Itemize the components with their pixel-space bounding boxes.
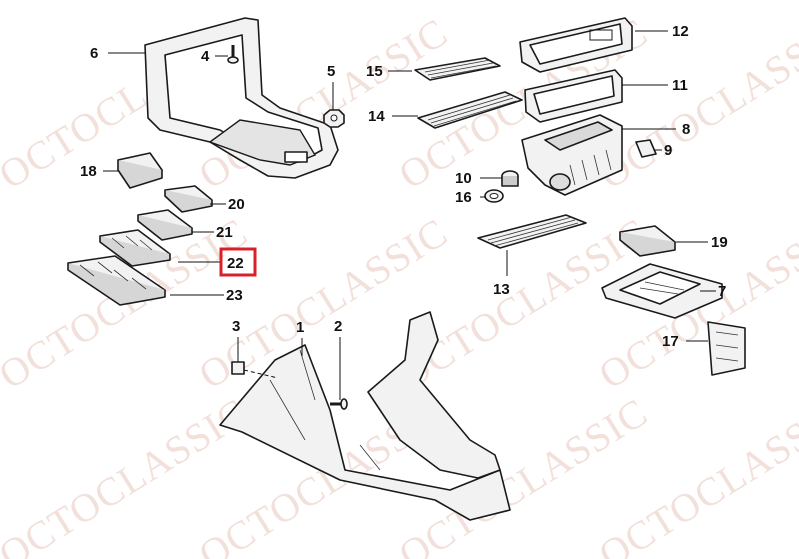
part-17-bracket[interactable] [707,321,746,376]
callout-11: 11 [672,77,688,94]
part-4-screw[interactable] [227,45,239,64]
part-2-screw[interactable] [330,398,348,410]
callout-2: 2 [334,318,342,335]
callout-6: 6 [90,45,98,62]
part-11-storage-box[interactable] [524,69,623,123]
callout-22: 22 [227,255,244,272]
part-19-cup-insert[interactable] [619,225,676,257]
part-12-storage-box[interactable] [519,17,633,73]
callout-17: 17 [662,333,679,350]
part-18-small-tray[interactable] [117,152,163,189]
callout-19: 19 [711,234,728,251]
callout-1: 1 [296,319,304,336]
callout-15: 15 [366,63,383,80]
callout-13: 13 [493,281,510,298]
callout-12: 12 [672,23,689,40]
callout-16: 16 [455,189,472,206]
callout-9: 9 [664,142,672,159]
part-6-console-bezel[interactable] [144,17,339,179]
part-8-console-housing[interactable] [521,114,623,196]
callout-20: 20 [228,196,245,213]
part-20-switch-blank[interactable] [164,185,213,213]
part-1-lower-console[interactable] [219,311,511,521]
part-13-grille-panel[interactable] [477,214,587,249]
part-16-grommet[interactable] [484,189,504,203]
part-9-clip[interactable] [635,139,657,158]
callout-3: 3 [232,318,240,335]
callout-10: 10 [455,170,472,187]
part-10-bushing[interactable] [501,170,519,187]
highlight-box-22 [219,247,257,277]
part-5-nut[interactable] [323,109,345,128]
callout-18: 18 [80,163,97,180]
callout-7: 7 [718,283,726,300]
callout-4: 4 [201,48,210,65]
callout-21: 21 [216,224,233,241]
part-23-switch-blank-quad[interactable] [67,255,166,306]
callout-8: 8 [682,121,690,138]
part-22-switch-blank-triple[interactable] [99,229,171,267]
part-7-console-trim[interactable] [601,263,723,319]
part-15-grille-panel[interactable] [414,57,501,81]
callout-23: 23 [226,287,243,304]
callout-5: 5 [327,63,335,80]
callout-14: 14 [368,108,385,125]
part-14-grille-panel[interactable] [417,91,523,129]
part-3-clip-nut[interactable] [231,361,245,375]
assembly-line-3 [243,369,279,379]
